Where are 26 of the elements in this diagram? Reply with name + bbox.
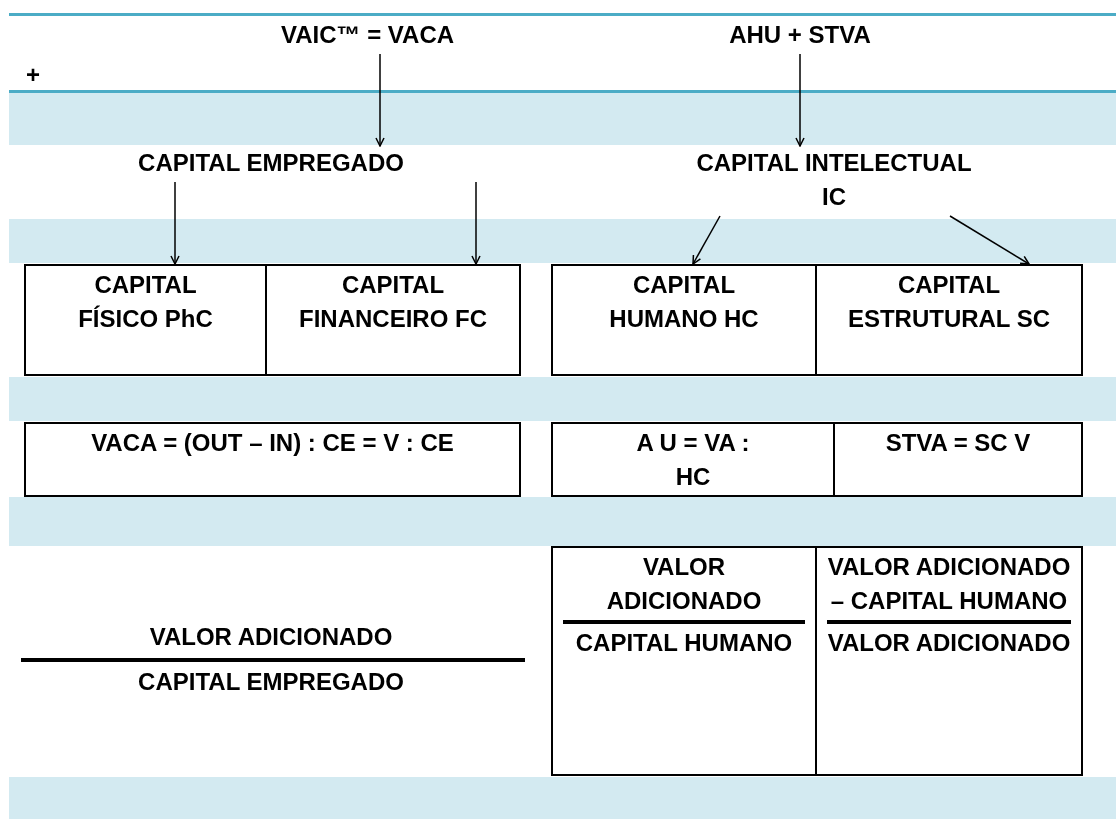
formula-box: VACA = (OUT – IN) : CE = V : CE — [24, 422, 521, 497]
category-box: CAPITAL ESTRUTURAL SC — [815, 264, 1083, 376]
category-box: CAPITAL FINANCEIRO FC — [265, 264, 521, 376]
heading-text: CAPITAL EMPREGADO — [21, 146, 521, 182]
arrow — [692, 215, 721, 265]
formula-text: VAIC™ = VACA — [245, 18, 490, 54]
fraction-box — [551, 546, 817, 776]
fraction-box — [815, 546, 1083, 776]
arrow — [949, 215, 1030, 265]
arrow — [795, 53, 805, 147]
denominator-text: CAPITAL EMPREGADO — [137, 667, 405, 697]
formula-text: AHU + STVA — [700, 18, 900, 54]
numerator-text: VALOR ADICIONADO – CAPITAL HUMANO — [827, 550, 1071, 624]
category-box: CAPITAL FÍSICO PhC — [24, 264, 267, 376]
plus-sign: + — [25, 60, 41, 90]
denominator-text: VALOR ADICIONADO — [827, 628, 1071, 658]
heading-text: CAPITAL INTELECTUAL IC — [694, 146, 974, 216]
arrow — [471, 181, 481, 265]
denominator-text: CAPITAL HUMANO — [574, 628, 794, 658]
formula-box: A U = VA : HC — [551, 422, 835, 497]
category-box: CAPITAL HUMANO HC — [551, 264, 817, 376]
formula-box: STVA = SC V — [833, 422, 1083, 497]
arrow — [170, 181, 180, 265]
arrow — [375, 53, 385, 147]
numerator-text: VALOR ADICIONADO — [563, 550, 805, 624]
numerator-text: VALOR ADICIONADO — [148, 622, 394, 652]
